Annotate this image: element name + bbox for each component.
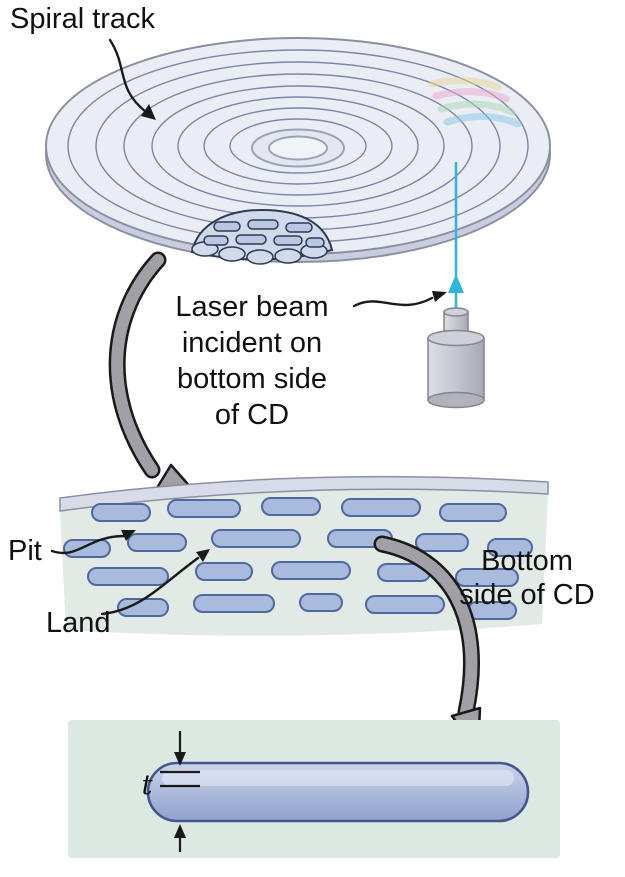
spiral-track-pointer-head <box>141 104 156 120</box>
land-pointer <box>100 556 200 616</box>
pit-shape <box>63 539 111 558</box>
cd-disc <box>45 37 551 265</box>
magnified-pit-bump <box>190 208 334 265</box>
laser-beam-arrowhead <box>448 274 464 293</box>
pit-shape <box>91 503 151 522</box>
pit-shape <box>299 593 343 612</box>
pit-shape <box>167 499 241 518</box>
laser-housing-bottom <box>427 391 485 409</box>
dim-arrow-up <box>174 824 186 838</box>
thickness-dimension <box>160 731 200 852</box>
laser-caption: Laser beam incident on bottom side of CD <box>175 291 328 431</box>
pit-shape <box>455 568 519 587</box>
land-label: Land <box>46 607 111 639</box>
pit-shape <box>211 529 301 548</box>
laser-housing <box>427 337 485 401</box>
laser-caption-pointer-head <box>432 291 447 302</box>
laser-caption-line: of CD <box>215 399 289 431</box>
surface-band <box>59 475 549 512</box>
pit-shape <box>195 562 253 581</box>
pit-shape <box>365 595 445 614</box>
bump-pit <box>285 222 313 233</box>
land-pointer-head <box>196 549 210 562</box>
laser-caption-line: bottom side <box>177 363 327 395</box>
bump-pit <box>305 237 325 248</box>
cd-bottom-strip <box>59 475 549 636</box>
zoom-arrow-shaft <box>376 538 478 718</box>
rainbow-arc-pink <box>432 88 510 103</box>
pit-label: Pit <box>8 535 42 567</box>
pit-rows <box>63 497 533 620</box>
spiral-track-ring <box>203 107 393 185</box>
pit-shape <box>193 594 275 613</box>
rainbow-arc-blue <box>443 112 522 128</box>
pit-shape <box>415 533 469 552</box>
laser-caption-line: incident on <box>182 327 322 359</box>
pit-pointer <box>50 534 126 555</box>
annotation-arrows <box>50 38 447 616</box>
rainbow-reflection <box>428 77 522 128</box>
spiral-track-ring <box>229 118 367 174</box>
laser-assembly <box>427 162 485 409</box>
bump-scallop <box>218 246 246 262</box>
bottom-side-line: side of CD <box>459 579 594 611</box>
thickness-symbol: t <box>142 770 153 801</box>
rainbow-arc-green <box>437 100 516 116</box>
pit-cross-section-panel <box>68 720 560 858</box>
laser-caption-line: Laser beam <box>175 291 328 323</box>
bump-pit <box>213 221 241 232</box>
bottom-side-caption: Bottom side of CD <box>459 545 594 611</box>
bump-pit <box>273 235 303 246</box>
pit-shape <box>341 498 421 517</box>
bump-pit <box>203 235 229 246</box>
laser-nozzle-top <box>443 307 469 317</box>
bump-pit <box>235 234 267 245</box>
laser-caption-pointer <box>352 296 434 308</box>
pit-shape <box>261 497 321 516</box>
dim-arrow-down <box>174 752 186 766</box>
spiral-track-pointer <box>108 38 148 114</box>
bump-scallop <box>274 248 302 264</box>
hub-ring-inner <box>268 135 328 161</box>
pit-shape <box>127 533 187 552</box>
bump-pit <box>247 219 279 230</box>
spiral-track-label: Spiral track <box>10 3 156 35</box>
spiral-track-ring <box>177 96 419 196</box>
spiral-track-ring <box>151 85 445 207</box>
zoom-arrow-shaft <box>111 254 164 476</box>
pit-shape <box>439 503 507 522</box>
rainbow-arc-yellow <box>428 77 502 91</box>
pit-shape <box>271 561 351 580</box>
bump-scallop <box>246 249 274 265</box>
pit-shape <box>487 538 533 557</box>
laser-housing-top <box>427 329 485 347</box>
single-pit-highlight <box>162 770 514 786</box>
pit-pointer-head <box>121 530 136 541</box>
pit-shape <box>87 567 169 586</box>
bottom-side-line: Bottom <box>481 545 573 577</box>
